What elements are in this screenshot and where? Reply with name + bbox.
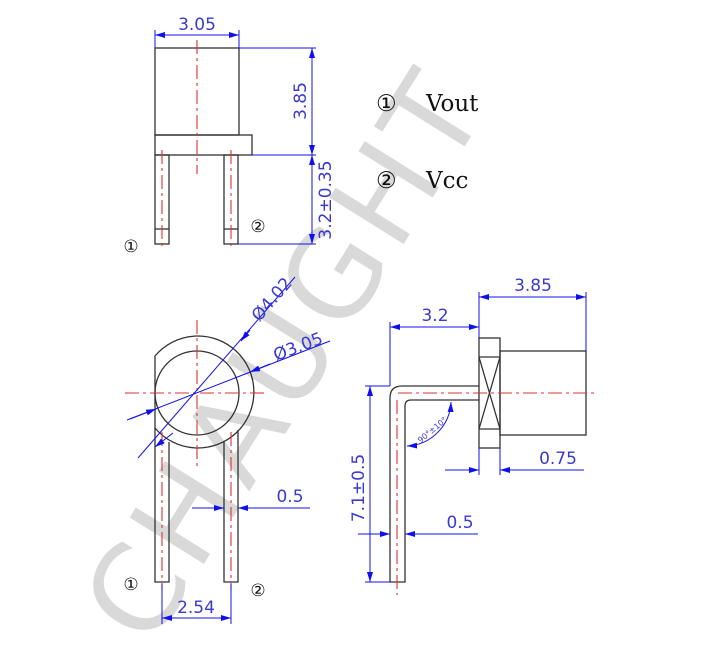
dim-bend-angle-label: 90°±10° — [416, 415, 449, 444]
pin-legend: ① Vout ② Vcc — [376, 91, 479, 194]
flange-outline — [154, 134, 253, 156]
dim-bend-offset-label: 3.2 — [421, 306, 448, 326]
bent-lead — [389, 385, 479, 583]
dim-width-label: 3.05 — [178, 15, 216, 35]
dim-pitch-label: 2.54 — [177, 598, 215, 618]
dim-lead-length-label: 3.2±0.35 — [316, 160, 336, 239]
dim-lead-width-label: 0.5 — [276, 487, 303, 507]
legend-num-2: ② — [376, 168, 397, 194]
top-view: 3.05 3.85 3.2±0.35 ① ② — [123, 15, 336, 257]
outer-circle — [154, 335, 255, 449]
legend-label-vcc: Vcc — [425, 168, 468, 194]
dim-lead-length-label: 7.1±0.5 — [349, 454, 369, 522]
legend-num-1: ① — [376, 91, 397, 117]
pin2-label: ② — [250, 217, 265, 237]
dim-body-length-label: 3.85 — [514, 276, 552, 296]
pin1-label: ① — [123, 237, 138, 257]
pin2-label: ② — [250, 581, 265, 601]
pin1-label: ① — [123, 575, 138, 595]
bend-angle-arc — [406, 401, 454, 449]
dim-body-height-label: 3.85 — [291, 82, 311, 120]
dim-lead-width-label: 0.5 — [446, 513, 473, 533]
legend-label-vout: Vout — [425, 91, 479, 117]
dim-flange-label: 0.75 — [539, 449, 577, 469]
